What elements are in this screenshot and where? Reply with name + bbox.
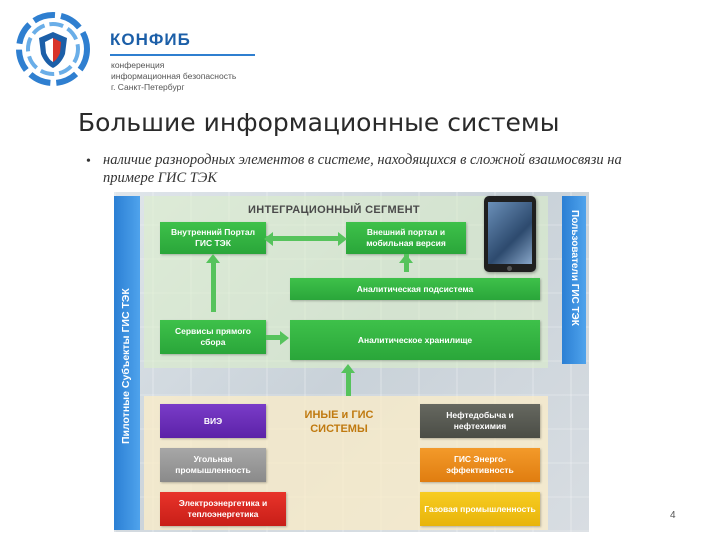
direct-services-box: Сервисы прямого сбора — [160, 320, 266, 354]
arrow-tip-right-icon — [338, 232, 347, 246]
logo-subtitle-line-3: г. Санкт-Петербург — [111, 82, 185, 92]
right-side-bar — [562, 196, 586, 364]
external-portal-box: Внешний портал и мобильная версия — [346, 222, 466, 254]
gas-industry-box: Газовая промышленность — [420, 492, 540, 526]
logo-divider — [110, 54, 255, 56]
vie-box: ВИЭ — [160, 404, 266, 438]
tablet-device-icon — [484, 196, 536, 272]
arrow-tip-up-icon — [399, 254, 413, 263]
arrow-tip-up-icon — [206, 254, 220, 263]
analytics-subsystem-box: Аналитическая подсистема — [290, 278, 540, 300]
shield-logo-icon — [16, 12, 90, 86]
logo-subtitle-line-1: конференция — [111, 60, 165, 70]
arrow-analytics-external — [404, 254, 409, 272]
arrow-other-to-storage — [346, 370, 351, 396]
gis-energy-efficiency-box: ГИС Энерго-эффективность — [420, 448, 540, 482]
arrow-internal-external — [266, 236, 338, 241]
gis-tek-diagram: Пилотные Субъекты ГИС ТЭК Пользователи Г… — [114, 192, 589, 532]
coal-industry-box: Угольная промышленность — [160, 448, 266, 482]
analytic-storage-box: Аналитическое хранилище — [290, 320, 540, 360]
other-systems-title: ИНЫЕ и ГИС СИСТЕМЫ — [294, 408, 384, 436]
integration-segment-title: ИНТЕГРАЦИОННЫЙ СЕГМЕНТ — [248, 204, 420, 216]
other-systems-title-text: ИНЫЕ и ГИС СИСТЕМЫ — [304, 409, 374, 435]
oil-industry-box: Нефтедобыча и нефтехимия — [420, 404, 540, 438]
arrow-tip-right-icon — [280, 331, 289, 345]
arrow-services-portal — [211, 260, 216, 312]
power-industry-box: Электроэнергетика и теплоэнергетика — [160, 492, 286, 526]
left-side-bar — [114, 196, 140, 530]
internal-portal-box: Внутренний Портал ГИС ТЭК — [160, 222, 266, 254]
logo-subtitle-line-2: информационная безопасность — [111, 71, 237, 81]
page-number: 4 — [670, 510, 676, 521]
tablet-screen — [488, 202, 532, 264]
bullet-symbol: • — [86, 154, 91, 169]
arrow-tip-left-icon — [264, 232, 273, 246]
arrow-tip-up-icon — [341, 364, 355, 373]
left-side-label: Пилотные Субъекты ГИС ТЭК — [120, 288, 132, 444]
right-side-label: Пользователи ГИС ТЭК — [569, 210, 580, 326]
slide-title: Большие информационные системы — [78, 108, 560, 137]
logo-name: КОНФИБ — [110, 30, 191, 49]
konfib-logo: КОНФИБ конференция информационная безопа… — [14, 10, 255, 96]
arrow-services-storage — [266, 335, 282, 340]
tablet-home-button — [507, 266, 512, 271]
bullet-text: наличие разнородных элементов в системе,… — [103, 152, 622, 186]
